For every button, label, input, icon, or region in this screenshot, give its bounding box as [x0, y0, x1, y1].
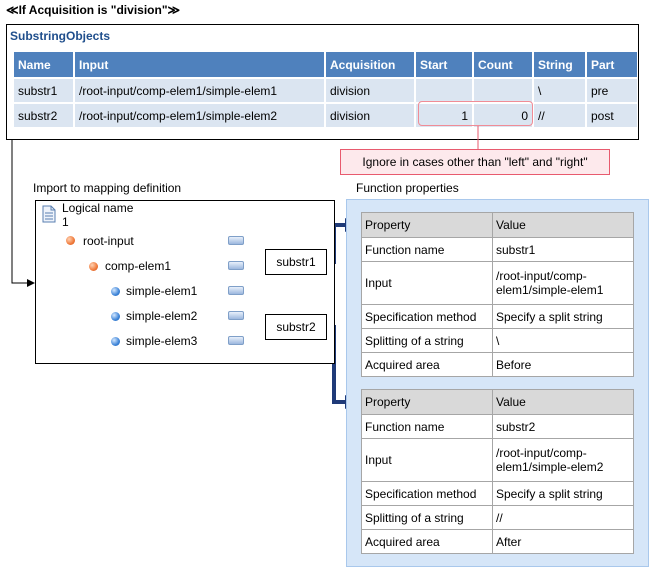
property-name: Input: [361, 261, 493, 305]
col-header-value: Value: [492, 212, 634, 238]
table-row: substr2 /root-input/comp-elem1/simple-el…: [14, 103, 637, 129]
col-header-part: Part: [585, 52, 637, 79]
cell-name: substr1: [14, 78, 74, 104]
cell-name: substr2: [14, 103, 74, 129]
simple-elem3-node-icon: [111, 337, 120, 346]
property-name: Splitting of a string: [361, 328, 493, 353]
table-header-row: Property Value: [361, 389, 634, 415]
port-comp-elem1[interactable]: [228, 261, 244, 270]
document-icon: [42, 205, 56, 223]
table-header-row: Property Value: [361, 212, 634, 238]
cell-acquisition: division: [324, 78, 415, 104]
function-substr2[interactable]: substr2: [265, 314, 327, 340]
col-header-property: Property: [361, 389, 493, 415]
property-name: Specification method: [361, 481, 493, 506]
table-row: substr1 /root-input/comp-elem1/simple-el…: [14, 78, 637, 104]
table-row: Function name substr2: [361, 414, 634, 439]
port-root-input[interactable]: [228, 236, 244, 245]
table-row: Acquired area After: [361, 529, 634, 554]
table-to-mapping-arrowhead: [27, 279, 35, 287]
cell-acquisition: division: [324, 103, 415, 129]
property-value: \: [492, 328, 634, 353]
table-row: Splitting of a string \: [361, 328, 634, 353]
table-row: Input /root-input/comp-elem1/simple-elem…: [361, 261, 634, 305]
properties-table-substr2: Property Value Function name substr2 Inp…: [361, 389, 634, 554]
substring-objects-title: SubstringObjects: [10, 29, 111, 43]
cell-start: [414, 78, 473, 104]
property-name: Acquired area: [361, 352, 493, 377]
property-name: Splitting of a string: [361, 505, 493, 530]
root-input-node-icon: [66, 236, 75, 245]
port-simple-elem3[interactable]: [228, 336, 244, 345]
cell-input: /root-input/comp-elem1/simple-elem2: [73, 103, 325, 129]
table-row: Specification method Specify a split str…: [361, 481, 634, 506]
cell-string: \: [532, 78, 586, 104]
cell-string: //: [532, 103, 586, 129]
col-header-input: Input: [73, 52, 325, 79]
function-properties-label: Function properties: [356, 181, 459, 195]
simple-elem2-node-icon: [111, 312, 120, 321]
property-value: Before: [492, 352, 634, 377]
property-value: Specify a split string: [492, 481, 634, 506]
col-header-string: String: [532, 52, 586, 79]
properties-table-substr1: Property Value Function name substr1 Inp…: [361, 212, 634, 377]
property-value: /root-input/comp-elem1/simple-elem1: [492, 261, 634, 305]
cell-start: 1: [414, 103, 473, 129]
property-name: Acquired area: [361, 529, 493, 554]
cell-count: [472, 78, 533, 104]
logical-name-label: Logical name: [62, 201, 134, 215]
property-name: Function name: [361, 237, 493, 262]
mapping-definition-label: Import to mapping definition: [33, 181, 182, 195]
property-name: Specification method: [361, 304, 493, 329]
ignore-callout: Ignore in cases other than "left" and "r…: [340, 149, 610, 175]
property-value: substr1: [492, 237, 634, 262]
port-simple-elem1[interactable]: [228, 286, 244, 295]
node-root-input[interactable]: root-input: [83, 234, 134, 248]
node-simple-elem2[interactable]: simple-elem2: [126, 309, 198, 323]
table-header-row: Name Input Acquisition Start Count Strin…: [14, 52, 637, 79]
function-substr1[interactable]: substr1: [265, 249, 327, 275]
property-value: //: [492, 505, 634, 530]
property-name: Function name: [361, 414, 493, 439]
comp-elem1-node-icon: [89, 262, 98, 271]
property-name: Input: [361, 438, 493, 482]
cell-part: post: [585, 103, 637, 129]
table-to-mapping-line: [11, 140, 28, 284]
diagram-heading: ≪If Acquisition is "division"≫: [6, 3, 181, 17]
node-comp-elem1[interactable]: comp-elem1: [105, 259, 172, 273]
col-header-value: Value: [492, 389, 634, 415]
property-value: After: [492, 529, 634, 554]
col-header-count: Count: [472, 52, 533, 79]
property-value: /root-input/comp-elem1/simple-elem2: [492, 438, 634, 482]
table-row: Specification method Specify a split str…: [361, 304, 634, 329]
table-row: Splitting of a string //: [361, 505, 634, 530]
property-value: Specify a split string: [492, 304, 634, 329]
table-row: Input /root-input/comp-elem1/simple-elem…: [361, 438, 634, 482]
simple-elem1-node-icon: [111, 287, 120, 296]
port-simple-elem2[interactable]: [228, 311, 244, 320]
table-row: Acquired area Before: [361, 352, 634, 377]
substring-objects-table: Name Input Acquisition Start Count Strin…: [14, 52, 637, 129]
logical-name-index: 1: [62, 215, 69, 229]
col-header-acquisition: Acquisition: [324, 52, 415, 79]
col-header-start: Start: [414, 52, 473, 79]
node-simple-elem3[interactable]: simple-elem3: [126, 334, 198, 348]
property-value: substr2: [492, 414, 634, 439]
col-header-property: Property: [361, 212, 493, 238]
cell-input: /root-input/comp-elem1/simple-elem1: [73, 78, 325, 104]
col-header-name: Name: [14, 52, 74, 79]
cell-count: 0: [472, 103, 533, 129]
node-simple-elem1[interactable]: simple-elem1: [126, 284, 198, 298]
table-row: Function name substr1: [361, 237, 634, 262]
start-count-highlight: [418, 101, 533, 126]
cell-part: pre: [585, 78, 637, 104]
